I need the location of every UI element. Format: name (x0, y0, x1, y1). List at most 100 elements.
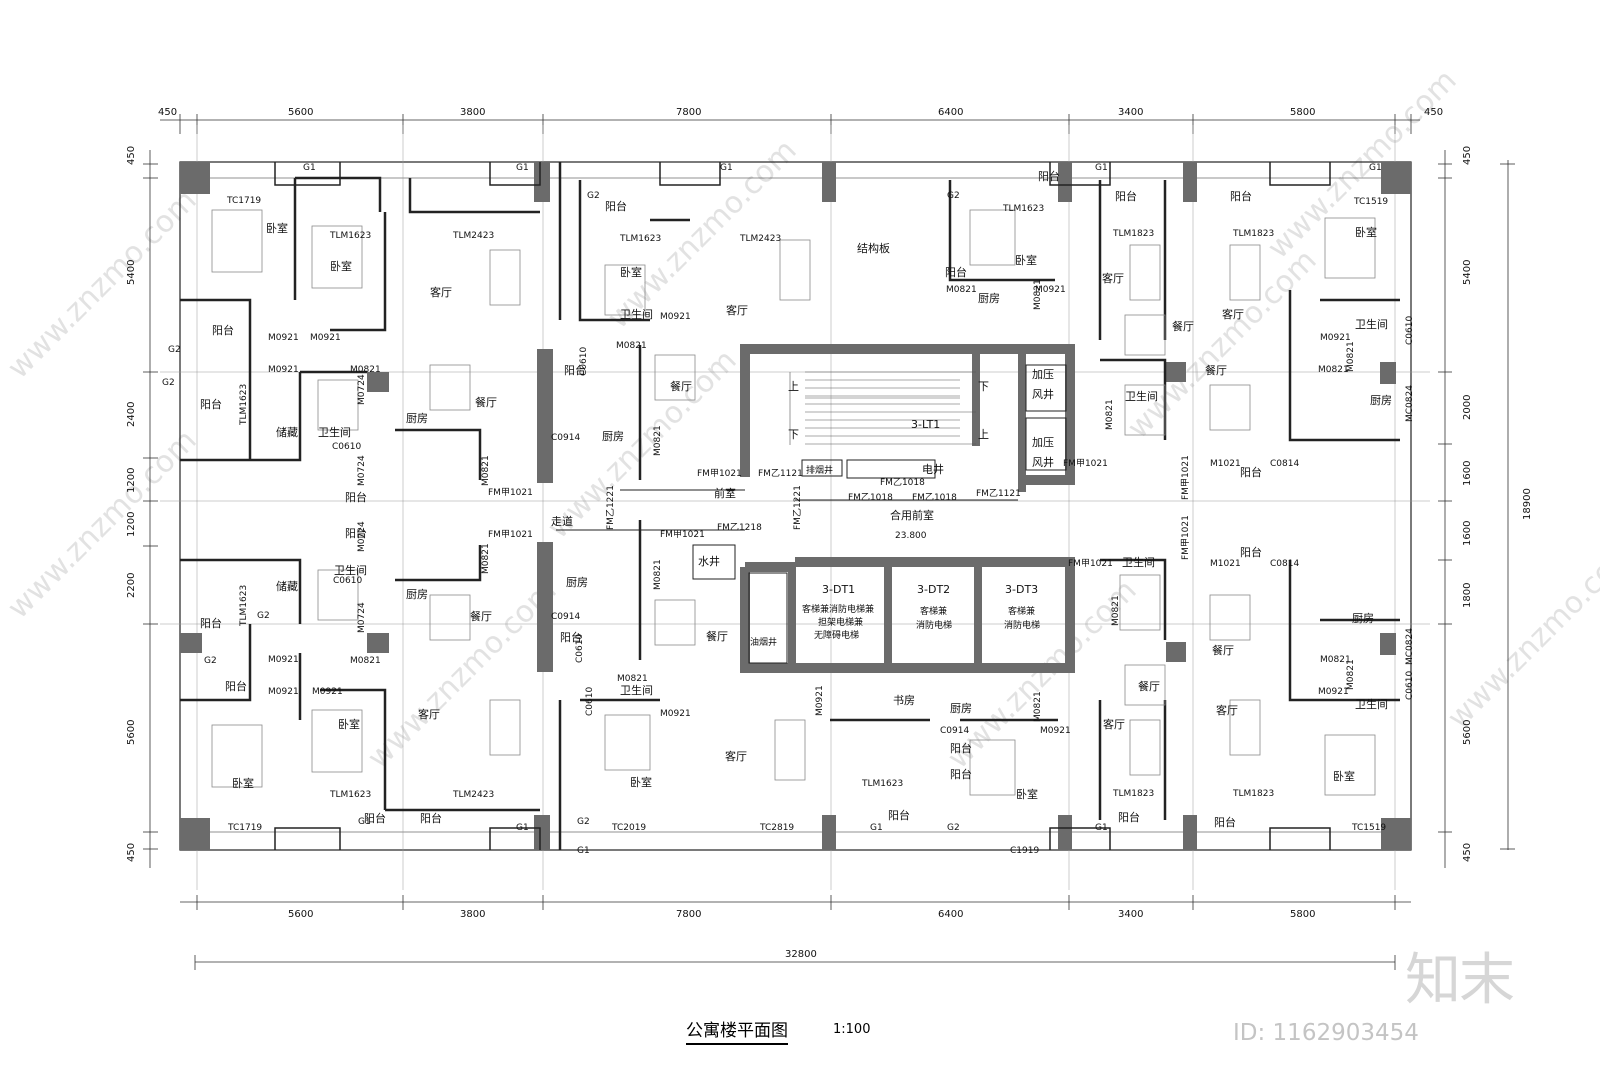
elevation-label: 23.800 (895, 531, 927, 541)
room-dining: 餐厅 (1172, 319, 1194, 333)
svg-text:C0610: C0610 (1405, 671, 1415, 700)
svg-text:M0821: M0821 (350, 365, 381, 375)
room-balcony: 阳台 (1240, 545, 1262, 559)
structural-columns (180, 162, 1411, 850)
svg-text:www.znzmo.com: www.znzmo.com (1, 183, 204, 386)
room-balcony: 阳台 (1240, 465, 1262, 479)
stair-id: 3-LT1 (911, 418, 940, 431)
room-bedroom: 卧室 (1355, 225, 1377, 239)
core-partitions (556, 364, 1067, 664)
svg-text:M0821: M0821 (616, 341, 647, 351)
building-outline (179, 161, 1412, 851)
svg-text:G1: G1 (720, 163, 733, 173)
svg-text:FM乙1221: FM乙1221 (605, 485, 616, 530)
svg-text:TC1719: TC1719 (227, 823, 262, 833)
room-balcony: 阳台 (200, 397, 222, 411)
svg-text:5800: 5800 (1290, 909, 1315, 920)
svg-text:M0821: M0821 (1033, 691, 1043, 722)
room-kitchen: 厨房 (566, 576, 588, 589)
svg-text:450: 450 (158, 107, 177, 118)
room-living: 客厅 (1216, 703, 1238, 717)
furniture (211, 209, 1376, 796)
svg-text:C0914: C0914 (940, 726, 969, 736)
svg-text:M0821: M0821 (653, 559, 663, 590)
room-kitchen: 厨房 (602, 430, 624, 443)
svg-text:1200: 1200 (126, 512, 137, 537)
svg-text:M0921: M0921 (268, 365, 299, 375)
svg-text:G1: G1 (516, 163, 529, 173)
svg-text:FM乙1121: FM乙1121 (976, 488, 1021, 499)
svg-text:G2: G2 (204, 656, 217, 666)
room-balcony: 阳台 (564, 363, 586, 377)
room-balcony: 阳台 (345, 526, 367, 540)
svg-text:TLM1623: TLM1623 (329, 231, 371, 241)
svg-text:C0610: C0610 (585, 687, 595, 716)
svg-text:www.znzmo.com: www.znzmo.com (1, 423, 204, 626)
room-balcony: 阳台 (364, 811, 386, 825)
svg-text:C0814: C0814 (1270, 559, 1299, 569)
drawing-title: 公寓楼平面图 (686, 1016, 788, 1045)
svg-text:6400: 6400 (938, 107, 963, 118)
svg-text:FM甲1021: FM甲1021 (1068, 558, 1113, 569)
room-kitchen: 厨房 (406, 412, 428, 425)
svg-text:TLM1623: TLM1623 (329, 790, 371, 800)
right-dimension-labels: 450 5400 2000 1600 1600 1800 5600 450 18… (1462, 146, 1533, 862)
svg-text:M0821: M0821 (1346, 659, 1356, 690)
svg-text:TC1519: TC1519 (1353, 197, 1388, 207)
room-kitchen: 厨房 (950, 702, 972, 715)
room-bathroom: 卫生间 (1355, 317, 1388, 331)
svg-text:G1: G1 (1095, 823, 1108, 833)
room-living: 客厅 (1102, 271, 1124, 285)
svg-text:450: 450 (1424, 107, 1443, 118)
svg-text:5600: 5600 (1462, 720, 1473, 745)
svg-text:水井: 水井 (698, 554, 720, 568)
room-bathroom: 卫生间 (334, 563, 367, 577)
svg-text:风井: 风井 (1032, 455, 1054, 469)
room-living: 客厅 (430, 285, 452, 299)
room-bathroom: 卫生间 (1355, 697, 1388, 711)
svg-text:电井: 电井 (922, 462, 944, 476)
svg-text:C1919: C1919 (1010, 846, 1039, 856)
svg-text:TLM1823: TLM1823 (1112, 229, 1154, 239)
room-bedroom: 卧室 (266, 221, 288, 235)
svg-text:TC1519: TC1519 (1351, 823, 1386, 833)
svg-text:M0821: M0821 (617, 674, 648, 684)
svg-text:C0610: C0610 (575, 634, 585, 663)
svg-text:TLM1823: TLM1823 (1232, 789, 1274, 799)
bottom-dimension-line (180, 895, 1411, 970)
svg-text:M0821: M0821 (946, 285, 977, 295)
svg-text:G2: G2 (947, 191, 960, 201)
svg-text:G1: G1 (516, 823, 529, 833)
svg-text:7800: 7800 (676, 909, 701, 920)
svg-text:M0724: M0724 (357, 521, 367, 552)
svg-text:3400: 3400 (1118, 107, 1143, 118)
svg-text:FM甲1021: FM甲1021 (1180, 515, 1191, 560)
svg-text:G1: G1 (577, 846, 590, 856)
room-living: 客厅 (1222, 307, 1244, 321)
svg-text:18900: 18900 (1522, 488, 1533, 520)
room-balcony: 阳台 (945, 265, 967, 279)
svg-text:M0921: M0921 (310, 333, 341, 343)
svg-text:G2: G2 (162, 378, 175, 388)
room-balcony: 阳台 (225, 679, 247, 693)
window-bays (274, 162, 1331, 850)
svg-text:FM甲1021: FM甲1021 (660, 529, 705, 540)
room-labels: 卧室 卧室 客厅 阳台 阳台 储藏 卫生间 厨房 餐厅 阳台 阳台 走道 储藏 … (200, 169, 1392, 829)
svg-text:C0610: C0610 (333, 576, 362, 586)
svg-text:M0821: M0821 (350, 656, 381, 666)
bottom-dimension-labels: 5600 3800 7800 6400 3400 5800 32800 (288, 909, 1315, 960)
svg-text:www.znzmo.com: www.znzmo.com (1121, 243, 1324, 446)
svg-text:M0921: M0921 (312, 687, 343, 697)
svg-text:6400: 6400 (938, 909, 963, 920)
svg-text:TLM1823: TLM1823 (1232, 229, 1274, 239)
svg-text:M0724: M0724 (357, 374, 367, 405)
room-bedroom: 卧室 (630, 775, 652, 789)
svg-text:3-DT2: 3-DT2 (917, 583, 950, 596)
room-bathroom: 卫生间 (620, 307, 653, 321)
room-structure-plate: 结构板 (857, 241, 890, 255)
svg-text:TLM1623: TLM1623 (239, 585, 249, 627)
svg-text:M0921: M0921 (268, 655, 299, 665)
svg-text:M0821: M0821 (653, 425, 663, 456)
svg-text:G2: G2 (587, 191, 600, 201)
